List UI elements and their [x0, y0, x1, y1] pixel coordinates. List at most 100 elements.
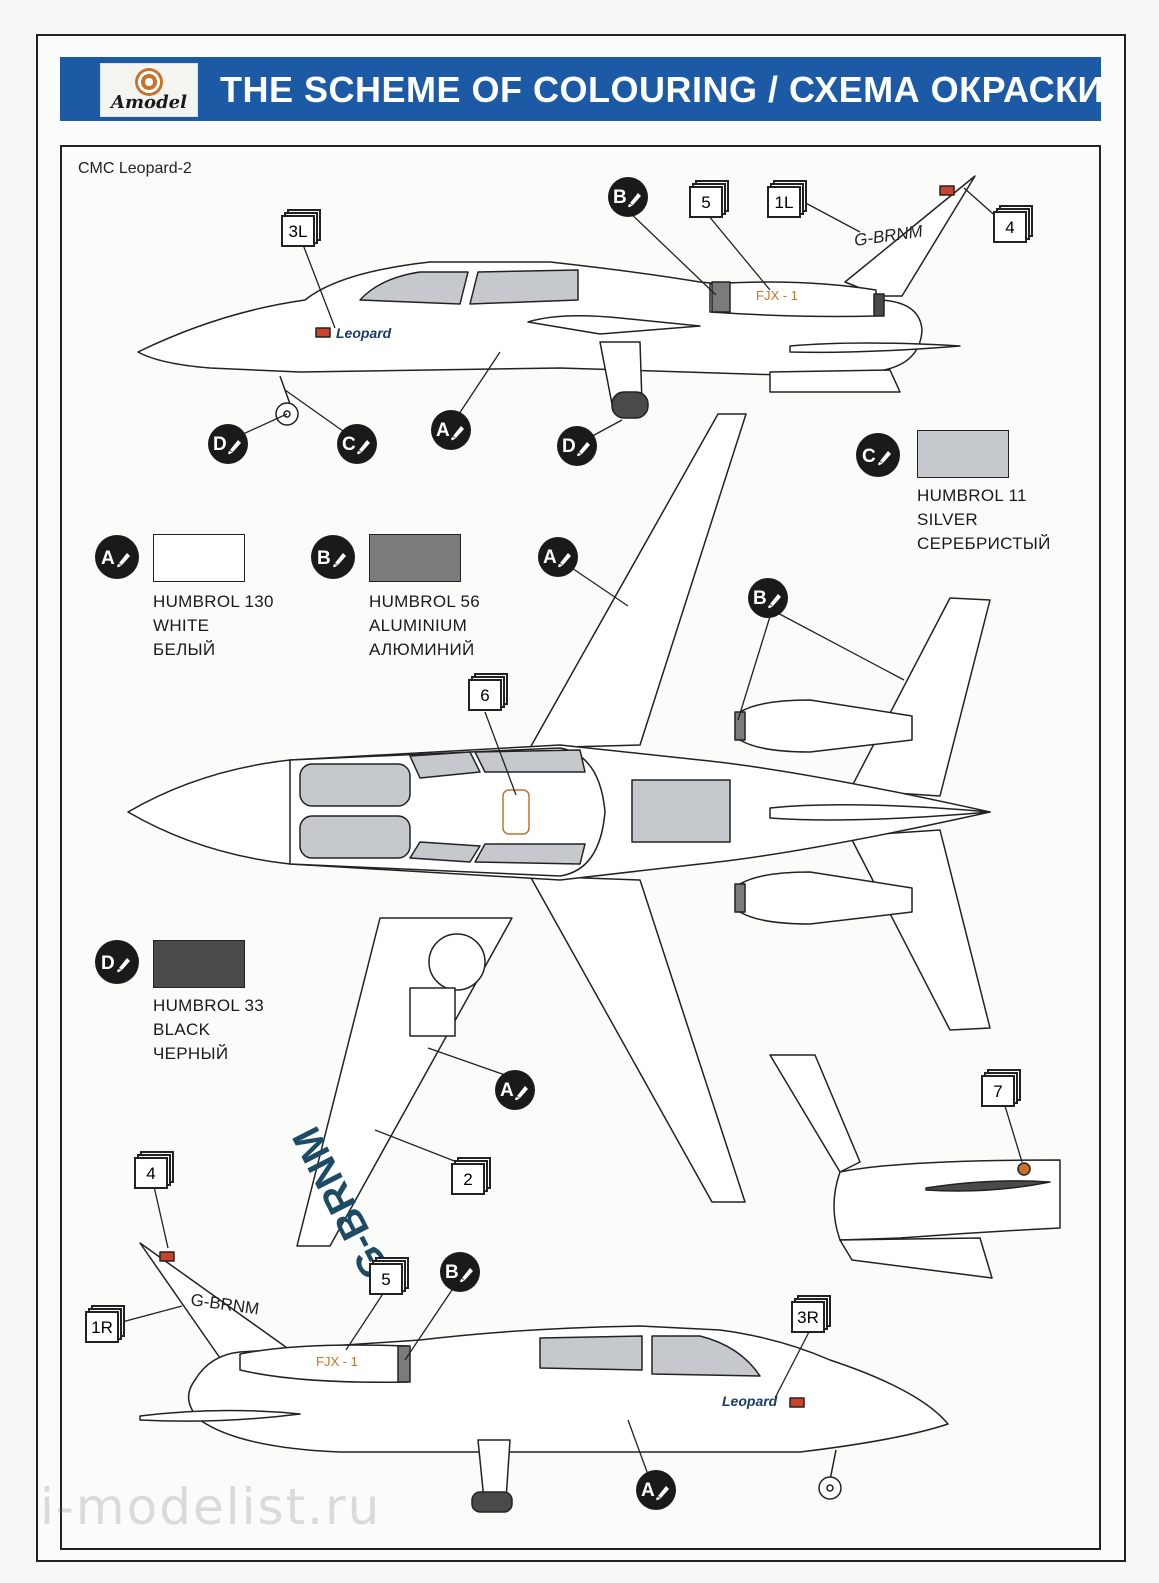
plan-view	[127, 413, 991, 1203]
tail-fuselage	[833, 1159, 1061, 1241]
badge-letter: B	[613, 187, 627, 208]
tail-cone	[873, 293, 885, 317]
decal-box-3r: 3R	[791, 1295, 831, 1333]
paint-name-ru: БЕЛЫЙ	[153, 640, 216, 659]
header-banner	[60, 57, 1101, 121]
nose-wheel-hub	[826, 1484, 834, 1492]
wing-lower	[529, 875, 746, 1203]
paint-badges: B A D C D C A B A B D A B A	[95, 177, 900, 1510]
decal-number: 1L	[775, 193, 794, 212]
side-view-right	[139, 1242, 949, 1513]
paint-badge-a: A	[431, 410, 471, 450]
decal-number: 7	[993, 1082, 1002, 1101]
decal-7-marking	[1017, 1162, 1031, 1176]
decal-box-5: 5	[369, 1257, 409, 1295]
uk-flag-icon	[159, 1251, 175, 1262]
paint-name-en: WHITE	[153, 616, 210, 635]
paint-name-ru: АЛЮМИНИЙ	[369, 640, 475, 659]
decal-box-5: 5	[689, 180, 729, 218]
uk-flag-icon	[315, 327, 331, 338]
main-gear-leg	[477, 1439, 511, 1501]
target-roundel-icon	[135, 68, 163, 96]
decal-box-4: 4	[134, 1151, 174, 1189]
tail-cone	[925, 1180, 1051, 1192]
paint-code: HUMBROL 11	[917, 486, 1027, 505]
decal-box-4: 4	[993, 205, 1033, 243]
engine-exhaust	[397, 1345, 411, 1383]
paint-label-a: HUMBROL 130 WHITE БЕЛЫЙ	[153, 590, 274, 662]
decal-box-7: 7	[981, 1069, 1021, 1107]
badge-letter: A	[101, 548, 115, 569]
engine-pod-upper	[739, 699, 913, 753]
canopy-panel	[474, 749, 586, 773]
badge-letter: A	[436, 420, 450, 441]
badge-letter: A	[641, 1480, 655, 1501]
brand-name: Amodel	[111, 92, 187, 113]
underwing-view	[296, 917, 513, 1247]
uk-flag-icon	[939, 185, 955, 196]
engine-exhaust	[734, 711, 746, 741]
badge-letter: D	[562, 436, 576, 457]
decal-boxes: 3L 5 1L 4 6 2 7 4 1R 5 3R	[85, 180, 1033, 1343]
badge-letter: D	[213, 434, 227, 455]
swatch-d	[153, 940, 245, 988]
decal-number: 5	[381, 1270, 390, 1289]
canopy-panel	[409, 841, 481, 863]
cockpit-window	[539, 1335, 643, 1371]
wing-underside	[296, 917, 513, 1247]
side-fin	[139, 1409, 301, 1422]
badge-letter: C	[342, 434, 356, 455]
fuselage-panel	[631, 779, 731, 843]
cockpit-window	[359, 271, 469, 305]
decal-box-1r: 1R	[85, 1305, 125, 1343]
paint-code: HUMBROL 130	[153, 592, 274, 611]
engine-code-text: FJX - 1	[316, 1354, 358, 1369]
engine-exhaust	[711, 281, 731, 313]
paint-badge-a: A	[538, 537, 578, 577]
decal-box-6: 6	[468, 673, 508, 711]
main-wheel	[471, 1491, 513, 1513]
engine-exhaust	[734, 883, 746, 913]
paint-name-ru: СЕРЕБРИСТЫЙ	[917, 534, 1051, 553]
paint-badge-d: D	[557, 426, 597, 466]
decal-box-2: 2	[451, 1157, 491, 1195]
engine-code-text: FJX - 1	[756, 288, 798, 303]
decal-number: 2	[463, 1170, 472, 1189]
badge-letter: B	[317, 548, 331, 569]
paint-name-en: SILVER	[917, 510, 979, 529]
tailplane-lower	[849, 829, 991, 1031]
paint-label-c: HUMBROL 11 SILVER СЕРЕБРИСТЫЙ	[917, 484, 1051, 556]
gear-door	[409, 987, 456, 1037]
swatch-b	[369, 534, 461, 582]
fuselage-name-text: Leopard	[336, 325, 392, 341]
canopy-panel	[474, 843, 586, 865]
paint-name-en: BLACK	[153, 1020, 211, 1039]
decal-box-1l: 1L	[767, 180, 807, 218]
tail-lower-fin	[839, 1237, 993, 1279]
decal-number: 4	[146, 1164, 155, 1183]
canopy-panel	[299, 763, 411, 807]
drawing-frame	[60, 145, 1101, 1550]
badge-letter: A	[543, 547, 557, 568]
ventral-fin	[769, 369, 901, 393]
main-wheel	[611, 391, 649, 419]
wing-upper	[529, 413, 747, 749]
watermark: i-modelist.ru	[40, 1478, 382, 1536]
paint-name-en: ALUMINIUM	[369, 616, 468, 635]
canopy-panel	[299, 815, 411, 859]
page-title: THE SCHEME OF COLOURING / СХЕМА ОКРАСКИ	[220, 69, 1104, 110]
tailplane-upper	[849, 597, 991, 797]
badge-letter: C	[862, 446, 876, 467]
paint-badge-a: A	[95, 535, 139, 579]
decal-6-marking	[502, 789, 530, 835]
cockpit-window	[469, 269, 579, 305]
paint-badge-c: C	[856, 433, 900, 477]
tail-fin	[769, 1054, 861, 1173]
fuselage-name-text: Leopard	[722, 1393, 778, 1409]
paint-badge-a: A	[495, 1070, 535, 1110]
paint-label-d: HUMBROL 33 BLACK ЧЕРНЫЙ	[153, 994, 264, 1066]
cockpit-window	[651, 1335, 761, 1377]
badge-letter: A	[500, 1080, 514, 1101]
dorsal-fairing	[769, 804, 991, 821]
